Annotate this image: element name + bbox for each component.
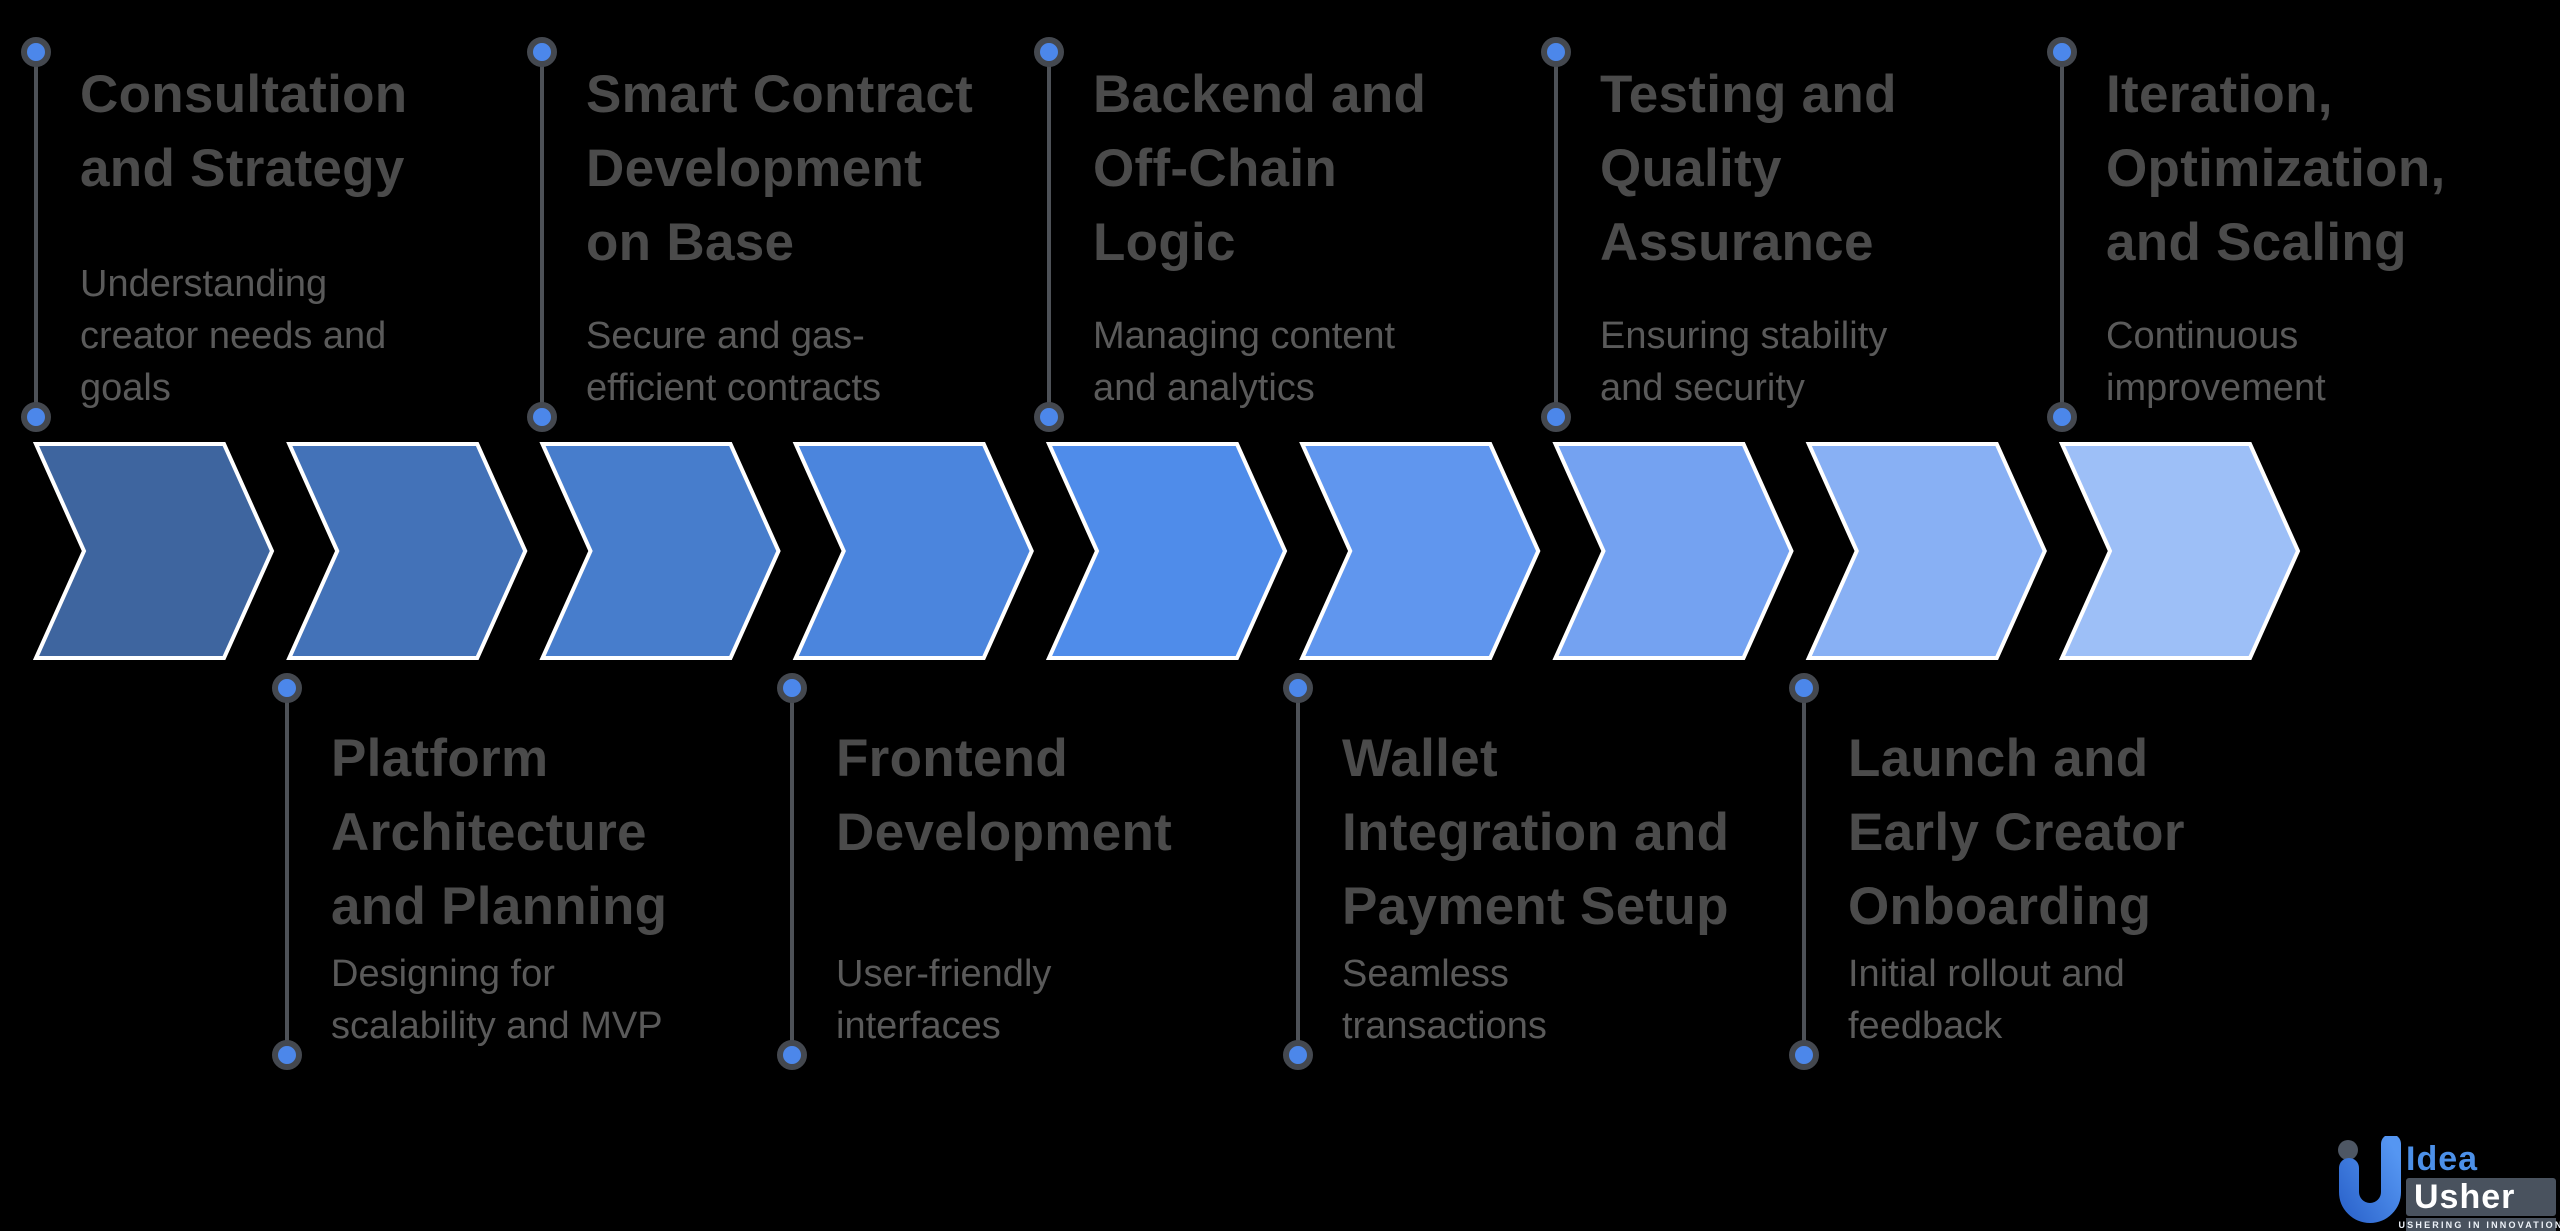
milestone-smart-contract-development-on-base: Smart Contract Development on Base Secur…: [586, 58, 1038, 414]
milestone-title: Launch and Early Creator Onboarding: [1848, 729, 2185, 936]
timeline-dot: [21, 402, 51, 432]
milestone-frontend-development: Frontend Development User-friendly inter…: [836, 722, 1288, 1052]
timeline-dot: [272, 1040, 302, 1070]
logo-brand-usher: Usher: [2414, 1177, 2516, 1216]
milestone-consultation-and-strategy: Consultation and Strategy Understanding …: [80, 58, 532, 414]
milestone-title: Frontend Development: [836, 729, 1173, 862]
timeline-dot: [1034, 402, 1064, 432]
milestone-title: Smart Contract Development on Base: [586, 65, 974, 272]
milestone-description: Understanding creator needs and goals: [80, 263, 387, 409]
timeline-dot: [777, 673, 807, 703]
timeline-dot: [1283, 673, 1313, 703]
logo-tagline-bar: USHERING IN INNOVATION: [2398, 1218, 2560, 1231]
milestone-backend-and-off-chain-logic: Backend and Off-Chain Logic Managing con…: [1093, 58, 1545, 414]
milestone-description: Continuous improvement: [2106, 315, 2326, 409]
timeline-dot: [1034, 37, 1064, 67]
milestone-title: Wallet Integration and Payment Setup: [1342, 729, 1730, 936]
timeline-connector-line: [527, 37, 557, 432]
idea-usher-logo: Idea Usher USHERING IN INNOVATION: [2336, 1136, 2560, 1231]
timeline-dot: [527, 402, 557, 432]
timeline-connector-line: [1789, 673, 1819, 1070]
logo-tagline: USHERING IN INNOVATION: [2398, 1219, 2560, 1230]
milestone-title: Platform Architecture and Planning: [331, 729, 668, 936]
milestone-description: Managing content and analytics: [1093, 315, 1396, 409]
milestone-description: Secure and gas- efficient contracts: [586, 315, 882, 409]
milestone-description: Designing for scalability and MVP: [331, 953, 663, 1047]
chevron-arrow: [1299, 442, 1541, 660]
chevron-arrow: [32, 442, 275, 660]
milestone-testing-and-quality-assurance: Testing and Quality Assurance Ensuring s…: [1600, 58, 2052, 414]
milestone-title: Iteration, Optimization, and Scaling: [2106, 65, 2446, 272]
timeline-dot: [1789, 1040, 1819, 1070]
timeline-connector-line: [777, 673, 807, 1070]
milestone-wallet-integration-and-payment-setup: Wallet Integration and Payment Setup Sea…: [1342, 722, 1794, 1052]
timeline-dot: [777, 1040, 807, 1070]
timeline-dot: [272, 673, 302, 703]
milestone-platform-architecture-and-planning: Platform Architecture and Planning Desig…: [331, 722, 783, 1052]
timeline-dot: [1283, 1040, 1313, 1070]
milestone-title: Testing and Quality Assurance: [1600, 65, 1897, 272]
milestone-title: Consultation and Strategy: [80, 65, 408, 198]
milestone-title: Backend and Off-Chain Logic: [1093, 65, 1427, 272]
timeline-connector-line: [1283, 673, 1313, 1070]
timeline-dot: [1541, 37, 1571, 67]
timeline-connector-line: [21, 37, 51, 432]
chevron-arrow: [792, 442, 1034, 660]
idea-usher-mark-icon: [2338, 1136, 2401, 1223]
milestone-description: User-friendly interfaces: [836, 953, 1052, 1047]
logo-brand-idea: Idea: [2406, 1140, 2479, 1178]
timeline-dot: [1789, 673, 1819, 703]
chevron-arrow: [1805, 442, 2047, 660]
chevron-arrow: [2058, 442, 2301, 660]
milestone-description: Seamless transactions: [1342, 953, 1547, 1047]
timeline-connector-line: [1034, 37, 1064, 432]
milestone-description: Initial rollout and feedback: [1848, 953, 2125, 1047]
chevron-arrow: [1045, 442, 1288, 660]
timeline-connector-line: [1541, 37, 1571, 432]
milestone-launch-and-early-creator-onboarding: Launch and Early Creator Onboarding Init…: [1848, 722, 2300, 1052]
timeline-connector-line: [272, 673, 302, 1070]
timeline-dot: [2047, 402, 2077, 432]
timeline-dot: [2047, 37, 2077, 67]
timeline-dot: [527, 37, 557, 67]
chevron-arrow: [1552, 442, 1794, 660]
timeline-dot: [21, 37, 51, 67]
timeline-connector-line: [2047, 37, 2077, 432]
milestone-description: Ensuring stability and security: [1600, 315, 1888, 409]
chevron-arrow: [286, 442, 528, 660]
logo-usher-box: Usher: [2406, 1178, 2556, 1216]
timeline-dot: [1541, 402, 1571, 432]
chevron-arrow: [539, 442, 781, 660]
process-chevron-strip: [32, 442, 2301, 660]
milestone-iteration-optimization-and-scaling: Iteration, Optimization, and Scaling Con…: [2106, 58, 2558, 414]
